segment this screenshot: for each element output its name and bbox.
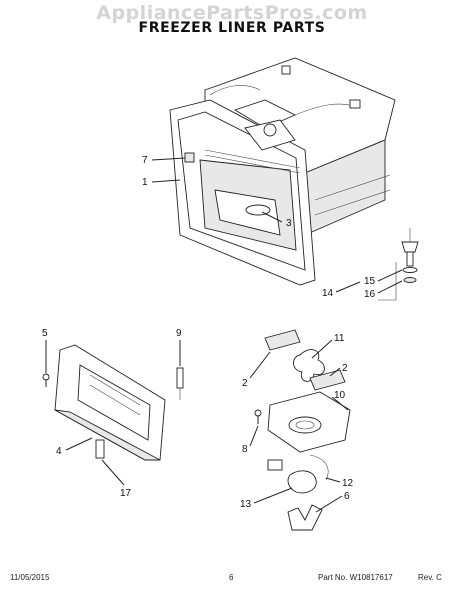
drain-fitting [378,228,419,301]
callout-9: 9 [176,328,182,339]
callout-17: 17 [120,488,132,499]
leader-lines [45,157,403,513]
callout-5: 5 [42,328,48,339]
fan-assembly [254,329,351,531]
callout-8: 8 [242,444,248,455]
callout-14: 14 [322,288,334,299]
callout-6: 6 [344,491,350,502]
page-title: FREEZER LINER PARTS [138,20,326,36]
callout-15: 15 [364,276,376,287]
watermark: AppliancePartsPros.com [96,2,368,24]
callout-2-lower: 2 [342,363,348,374]
footer-revision: Rev. C [418,573,442,582]
callout-12: 12 [342,478,354,489]
callout-4: 4 [56,446,62,457]
footer-date: 11/05/2015 [10,573,50,582]
footer-part-number: Part No. W10817617 [318,573,393,582]
callout-7: 7 [142,155,148,166]
freezer-liner [169,57,396,286]
callout-16: 16 [364,289,376,300]
callout-11: 11 [334,333,345,344]
callout-2-upper: 2 [242,378,248,389]
callout-labels: 7 1 3 14 15 16 5 9 4 17 11 2 2 10 8 12 1… [42,155,376,510]
callout-1: 1 [142,177,148,188]
callout-3: 3 [286,218,292,229]
screw-5 [42,373,50,387]
callout-13: 13 [240,499,252,510]
screw-9 [176,367,184,400]
footer-page-number: 6 [229,573,234,582]
callout-10: 10 [334,390,346,401]
front-panel [54,344,166,461]
